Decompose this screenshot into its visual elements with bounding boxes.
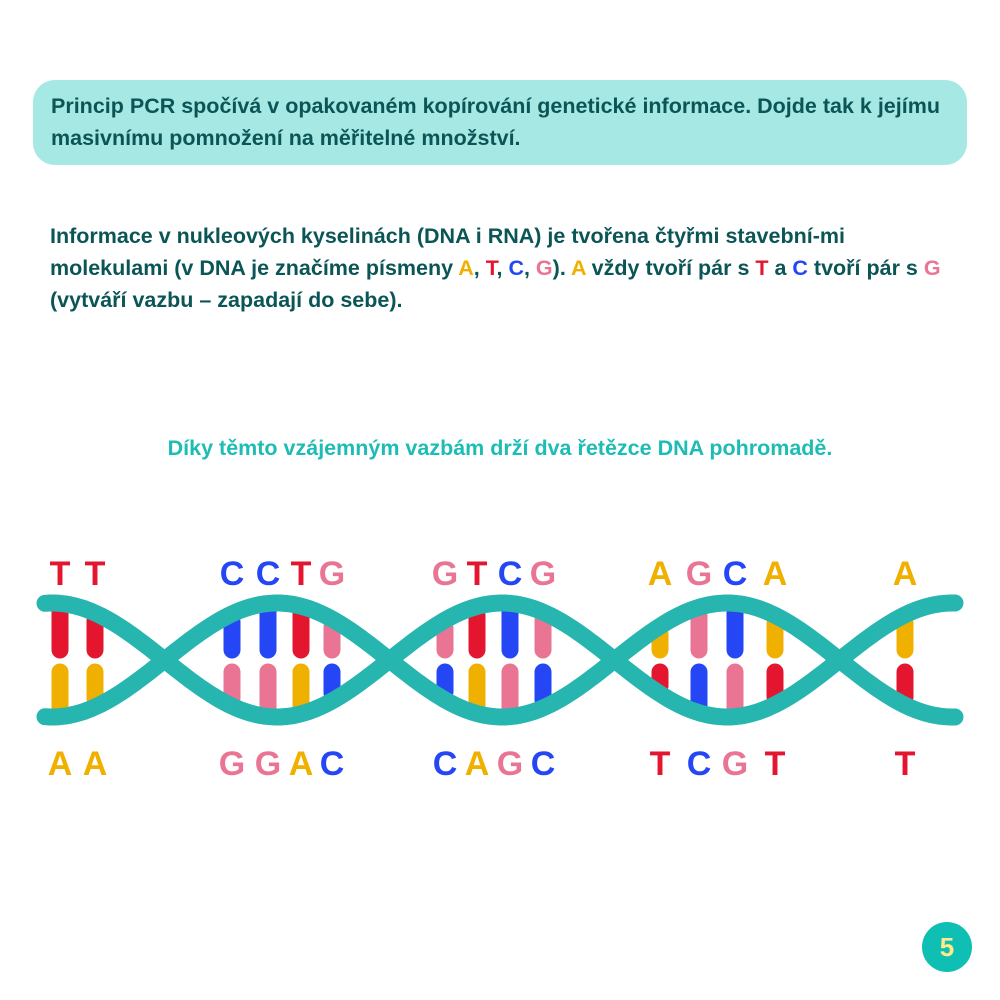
- top-base-letter: G: [319, 555, 345, 593]
- base-letter-G: G: [923, 256, 941, 280]
- bottom-base-letter: C: [320, 745, 345, 783]
- top-base-letter: G: [686, 555, 712, 593]
- base-letter-C: C: [508, 256, 524, 280]
- dna-strand-2: [36, 594, 964, 726]
- top-base-letter: C: [498, 555, 523, 593]
- bottom-base-letter: C: [687, 745, 712, 783]
- base-letter-G: G: [535, 256, 553, 280]
- bottom-base-letter: G: [255, 745, 281, 783]
- dna-strand-1: [36, 594, 964, 726]
- top-base-letter: G: [432, 555, 458, 593]
- page-number-badge: 5: [922, 922, 972, 972]
- paragraph-text: tvoří pár s: [807, 256, 924, 280]
- intro-text: Princip PCR spočívá v opakovaném kopírov…: [51, 94, 940, 150]
- paragraph-text: ,: [496, 256, 509, 280]
- paragraph-text: ).: [552, 256, 571, 280]
- top-base-letter: A: [893, 555, 918, 593]
- bottom-base-letter: A: [289, 745, 314, 783]
- bottom-base-letter: T: [765, 745, 786, 783]
- top-base-letter: A: [648, 555, 673, 593]
- base-letter-C: C: [792, 256, 808, 280]
- bottom-base-letter: A: [48, 745, 73, 783]
- bottom-base-letter: A: [465, 745, 490, 783]
- base-letter-A: A: [570, 256, 586, 280]
- top-base-letter: A: [763, 555, 788, 593]
- bottom-base-letter: A: [83, 745, 108, 783]
- top-base-letter: G: [530, 555, 556, 593]
- paragraph-text: vždy tvoří pár s: [585, 256, 756, 280]
- bottom-base-letter: G: [497, 745, 523, 783]
- paragraph-text: ,: [473, 256, 486, 280]
- top-base-letter: C: [220, 555, 245, 593]
- top-base-letter: T: [50, 555, 71, 593]
- top-base-letter: C: [256, 555, 281, 593]
- base-letter-T: T: [485, 256, 497, 280]
- base-letter-A: A: [458, 256, 474, 280]
- nucleotide-explanation: Informace v nukleových kyselinách (DNA i…: [50, 220, 960, 316]
- top-base-letter: T: [85, 555, 106, 593]
- top-base-letter: T: [291, 555, 312, 593]
- base-letter-T: T: [755, 256, 769, 280]
- paragraph-text: (vytváří vazbu – zapadají do sebe).: [50, 288, 403, 312]
- bottom-base-letter: T: [895, 745, 916, 783]
- paragraph-text: a: [768, 256, 793, 280]
- paragraph-text: Informace v nukleových kyselinách (DNA i…: [50, 224, 845, 280]
- bottom-base-letter: G: [219, 745, 245, 783]
- tagline: Díky těmto vzájemným vazbám drží dva řet…: [167, 436, 833, 460]
- top-base-letter: T: [467, 555, 488, 593]
- bottom-base-letter: C: [531, 745, 556, 783]
- bottom-base-letter: G: [722, 745, 748, 783]
- bottom-base-letter: T: [650, 745, 671, 783]
- bottom-base-letter: C: [433, 745, 458, 783]
- paragraph-text: ,: [523, 256, 536, 280]
- top-base-letter: C: [723, 555, 748, 593]
- intro-callout: Princip PCR spočívá v opakovaném kopírov…: [33, 80, 967, 165]
